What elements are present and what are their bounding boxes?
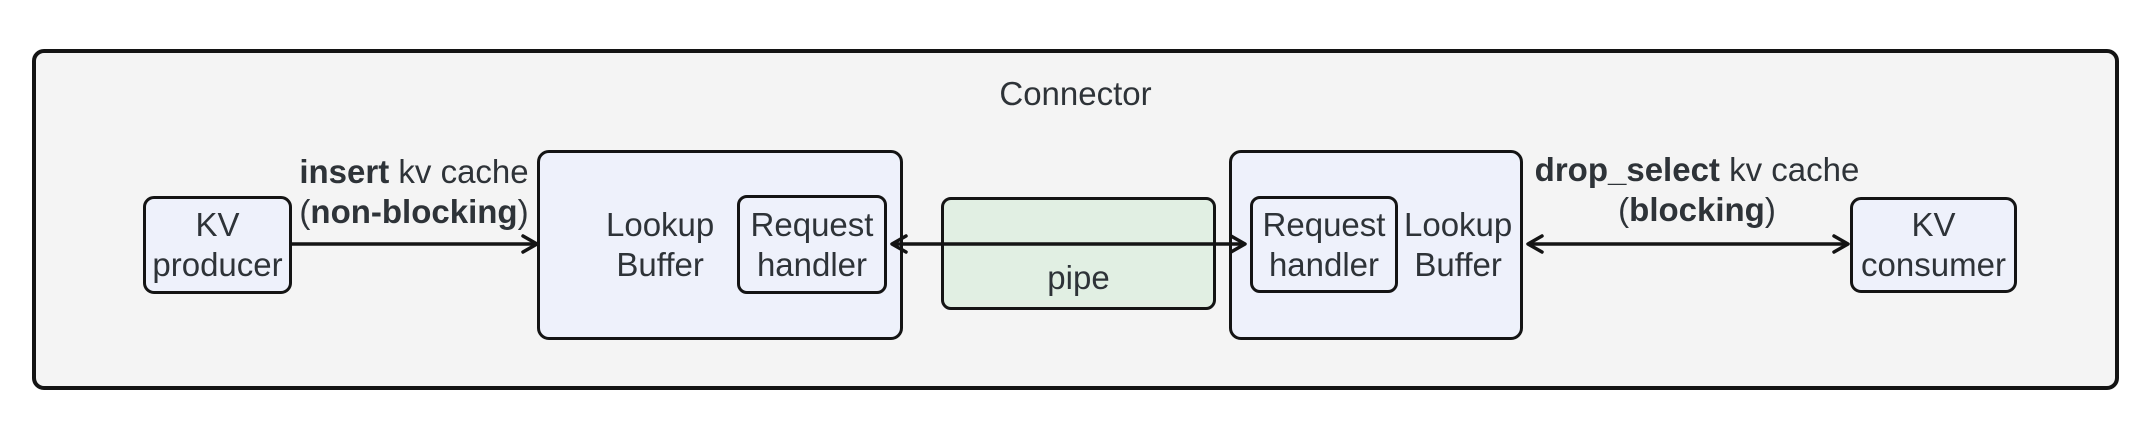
insert-edge-label-line2: (non-blocking) (299, 192, 528, 232)
kv-producer-node: KV producer (143, 196, 292, 294)
insert-rest: kv cache (389, 153, 529, 190)
lookup-buffer-right-label: Lookup Buffer (1404, 206, 1513, 283)
lookup-buffer-right-node: Request handler Lookup Buffer (1229, 150, 1523, 340)
drop-select-close-paren: ) (1764, 191, 1776, 228)
request-handler-right-node: Request handler (1250, 196, 1398, 293)
insert-open-paren: ( (299, 193, 311, 230)
kv-consumer-node: KV consumer (1850, 197, 2017, 293)
drop-select-edge-label: drop_select kv cache (blocking) (1535, 150, 1860, 230)
insert-keyword: insert (299, 153, 390, 190)
insert-close-paren: ) (517, 193, 529, 230)
lookup-buffer-left-label: Lookup Buffer (606, 206, 715, 283)
request-handler-left-node: Request handler (737, 195, 887, 294)
drop-select-keyword: drop_select (1534, 151, 1720, 188)
connector-title: Connector (999, 75, 1152, 112)
drop-select-edge-label-line2: (blocking) (1535, 190, 1860, 230)
drop-select-rest: kv cache (1719, 151, 1860, 188)
pipe-node: pipe (941, 197, 1216, 310)
pipe-label: pipe (1047, 259, 1110, 296)
drop-select-open-paren: ( (1618, 191, 1630, 228)
drop-select-mode: blocking (1629, 191, 1765, 228)
insert-edge-label-line1: insert kv cache (299, 152, 528, 192)
lookup-buffer-left-node: Lookup Buffer Request handler (537, 150, 903, 340)
insert-mode: non-blocking (310, 193, 518, 230)
insert-edge-label: insert kv cache (non-blocking) (299, 152, 528, 232)
drop-select-edge-label-line1: drop_select kv cache (1535, 150, 1860, 190)
